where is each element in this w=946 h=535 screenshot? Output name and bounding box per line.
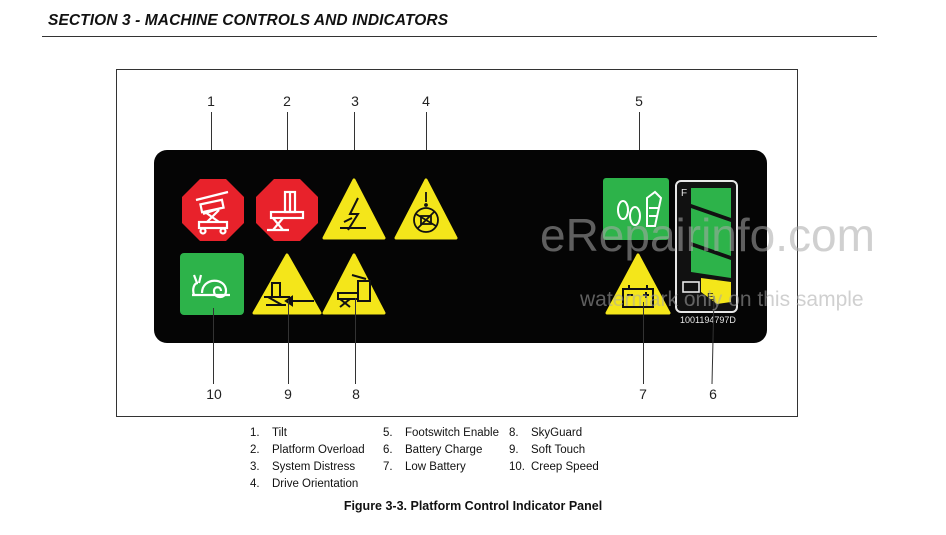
legend-item: 1.Tilt <box>250 427 287 439</box>
watermark-main: eRepairinfo.com <box>540 209 875 261</box>
leader-10 <box>213 308 214 384</box>
battery-charge-gauge: F E <box>675 180 738 313</box>
battery-charge-bars <box>682 188 731 304</box>
legend-item: 3.System Distress <box>250 461 356 473</box>
skyguard-indicator <box>322 253 386 315</box>
legend-item: 5.Footswitch Enable <box>383 427 499 439</box>
leader-4 <box>426 112 427 176</box>
system-distress-indicator <box>322 178 386 240</box>
callout-8: 8 <box>352 386 360 402</box>
legend-item: 7.Low Battery <box>383 461 466 473</box>
leader-1 <box>211 112 212 182</box>
figure-frame <box>116 69 798 417</box>
callout-6: 6 <box>709 386 717 402</box>
platform-overload-indicator <box>256 179 318 241</box>
callout-5: 5 <box>635 93 643 109</box>
gauge-empty-label: E <box>707 292 714 303</box>
drive-orientation-indicator <box>394 178 458 240</box>
legend-item: 9.Soft Touch <box>509 444 586 456</box>
soft-touch-icon <box>264 282 314 307</box>
callout-10: 10 <box>206 386 222 402</box>
callout-2: 2 <box>283 93 291 109</box>
gauge-full-label: F <box>681 188 688 199</box>
legend-item: 8.SkyGuard <box>509 427 583 439</box>
gauge-battery-icon <box>682 281 700 293</box>
footswitch-enable-indicator <box>603 178 669 240</box>
tilt-icon <box>195 190 229 235</box>
callout-4: 4 <box>422 93 430 109</box>
callout-7: 7 <box>639 386 647 402</box>
callout-3: 3 <box>351 93 359 109</box>
low-battery-indicator <box>605 253 671 315</box>
drive-orientation-icon <box>413 192 439 233</box>
part-number: 1001194797D <box>680 315 736 325</box>
battery-icon <box>622 285 654 308</box>
leader-8 <box>355 298 356 384</box>
footswitch-icon <box>617 190 663 227</box>
leader-2 <box>287 112 288 184</box>
legend-item: 10.Creep Speed <box>509 461 599 473</box>
section-title: SECTION 3 - MACHINE CONTROLS AND INDICAT… <box>48 12 449 29</box>
callout-9: 9 <box>284 386 292 402</box>
tilt-indicator <box>182 179 244 241</box>
snail-icon <box>192 274 230 299</box>
legend-item: 6.Battery Charge <box>383 444 483 456</box>
creep-speed-indicator <box>180 253 244 315</box>
leader-7 <box>643 302 644 384</box>
callout-1: 1 <box>207 93 215 109</box>
header-rule <box>42 36 877 37</box>
figure-caption: Figure 3-3. Platform Control Indicator P… <box>343 499 603 513</box>
legend-item: 2.Platform Overload <box>250 444 365 456</box>
leader-5 <box>639 112 640 182</box>
skyguard-icon <box>337 274 371 308</box>
leader-3 <box>354 112 355 180</box>
legend-item: 4.Drive Orientation <box>250 478 359 490</box>
watermark-sub: watermark only on this sample <box>580 288 864 311</box>
system-distress-icon <box>340 197 366 231</box>
leader-6 <box>711 296 715 385</box>
platform-overload-icon <box>267 190 305 232</box>
soft-touch-indicator <box>252 253 322 315</box>
leader-9 <box>288 300 289 384</box>
